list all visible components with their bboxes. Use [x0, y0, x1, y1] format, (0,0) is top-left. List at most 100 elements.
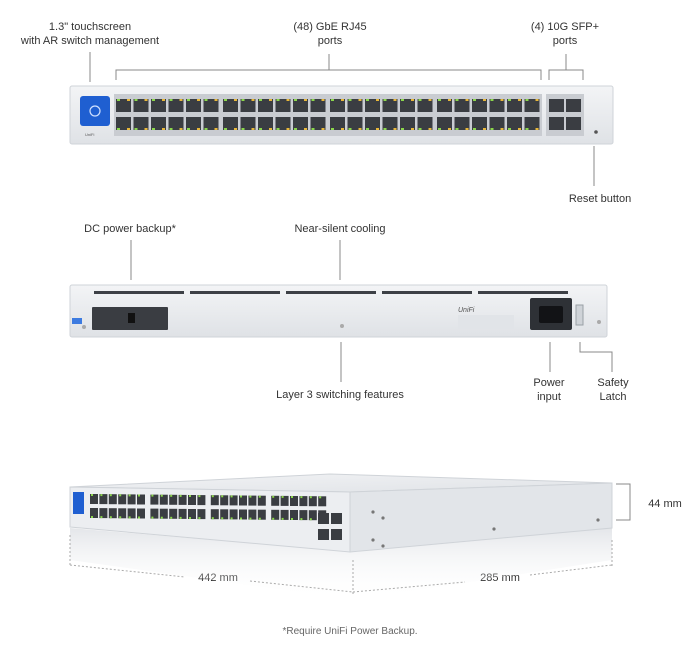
iso-rj45-port [229, 509, 238, 520]
port-led [221, 495, 224, 498]
iso-view [69, 473, 613, 600]
iso-sfp-port [331, 513, 342, 524]
iso-rj45-port [178, 508, 187, 519]
port-led [438, 99, 441, 101]
touchscreen-label: 1.3" touchscreen with AR switch manageme… [20, 21, 160, 47]
rear-view: UniFi [69, 284, 608, 338]
rj45-port [293, 99, 308, 112]
iso-rj45-port [210, 495, 219, 506]
rj45-port [203, 117, 219, 130]
iso-rj45-port [299, 510, 308, 521]
rj45-port [472, 117, 487, 130]
ground-tab [72, 318, 82, 324]
floor-shadow [70, 528, 612, 600]
iso-rj45-port [197, 495, 206, 506]
port-led [258, 517, 261, 520]
iso-rj45-port [159, 494, 168, 505]
port-led [428, 128, 432, 130]
port-led [100, 516, 103, 519]
rj45-port-block [114, 94, 542, 136]
port-led [525, 99, 529, 101]
footnote: *Require UniFi Power Backup. [282, 626, 418, 637]
rj45-port [417, 99, 433, 112]
port-led [230, 495, 233, 498]
port-led [348, 99, 352, 101]
near-silent-cooling-label: Near-silent cooling [294, 223, 386, 235]
port-led [465, 99, 469, 101]
port-led [418, 128, 422, 130]
dc-power-backup-label: DC power backup* [84, 223, 176, 235]
port-led [214, 128, 218, 130]
iso-rj45-port [137, 494, 145, 505]
port-led [138, 516, 140, 519]
rj45-port [489, 99, 505, 112]
port-led [300, 496, 303, 499]
front-callouts [89, 52, 595, 186]
screw-icon [492, 527, 496, 531]
iso-rj45-port [257, 509, 266, 520]
port-led [319, 496, 322, 499]
iso-rj45-port [210, 509, 219, 520]
port-led [179, 494, 182, 497]
rj45-port [347, 117, 363, 130]
vent-strip [382, 291, 472, 294]
iso-rj45-port [127, 508, 136, 519]
port-led [294, 99, 297, 101]
port-led [198, 517, 201, 520]
layer3-label: Layer 3 switching features [276, 389, 404, 401]
height-dimension-label: 44 mm [648, 498, 682, 510]
port-led [311, 128, 315, 130]
iso-rj45-port [178, 494, 187, 505]
rj45-callout [115, 54, 542, 80]
rj45-port [151, 117, 166, 130]
safety-latch-label: Safety Latch [597, 377, 629, 403]
sfp-callout [548, 54, 584, 80]
sfp-ports-label: (4) 10G SFP+ ports [530, 21, 600, 47]
port-led [286, 99, 290, 101]
port-led [91, 494, 93, 496]
iso-rj45-port [280, 509, 289, 520]
rj45-port [454, 117, 470, 130]
port-led [383, 99, 387, 101]
port-led [309, 518, 312, 521]
vent-strip [478, 291, 568, 294]
vent-strip [286, 291, 376, 294]
port-led [508, 128, 511, 130]
iso-rj45-port [308, 496, 317, 507]
port-led [169, 128, 173, 130]
reset-button-label: Reset button [568, 193, 632, 205]
port-led [341, 128, 344, 130]
rj45-port [186, 99, 201, 112]
port-led [259, 99, 262, 101]
latch-callout [579, 342, 613, 372]
iso-rj45-port [169, 494, 178, 505]
port-led [128, 516, 131, 519]
port-led [221, 517, 224, 520]
port-led [134, 99, 138, 101]
port-led [358, 128, 362, 130]
iso-rj45-port [127, 494, 136, 505]
iso-rj45-port [169, 508, 178, 519]
port-led [411, 99, 414, 101]
rj45-ports-label: (48) GbE RJ45 ports [293, 21, 367, 47]
port-led [294, 128, 297, 130]
port-led [214, 99, 218, 101]
iso-rj45-port [118, 494, 127, 505]
port-led [366, 128, 369, 130]
regulatory-plate [458, 315, 514, 329]
port-led [348, 128, 352, 130]
port-led [241, 128, 245, 130]
screw-icon [371, 538, 375, 542]
rj45-port [223, 117, 238, 130]
depth-dim-line [352, 564, 613, 593]
port-led [358, 99, 362, 101]
rj45-port [507, 117, 522, 130]
rj45-port [524, 117, 540, 130]
port-led [179, 516, 182, 519]
iso-rj45-port [248, 509, 257, 520]
port-led [234, 99, 237, 101]
rj45-port [437, 117, 452, 130]
rj45-port [489, 117, 505, 130]
port-led [179, 99, 183, 101]
